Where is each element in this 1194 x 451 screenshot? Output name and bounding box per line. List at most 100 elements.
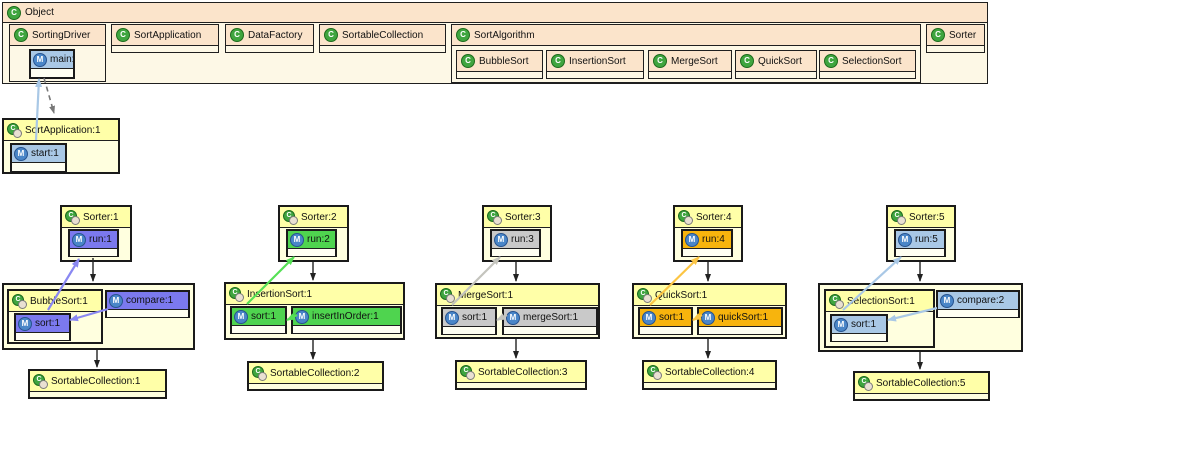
class-name: SelectionSort <box>842 55 902 67</box>
class-box-quick-sort[interactable]: QuickSort <box>735 50 817 79</box>
class-box-sort-algorithm[interactable]: SortAlgorithm BubbleSort InsertionSort M… <box>451 24 921 83</box>
instance-box-sort-application-1[interactable]: SortApplication:1 start:1 <box>2 118 120 174</box>
method-activation-main[interactable]: main:1 <box>29 49 75 79</box>
instance-box-sorter-1[interactable]: Sorter:1 run:1 <box>60 205 132 262</box>
method-label-row: sort:1 <box>232 308 285 326</box>
class-header: SortingDriver <box>10 25 105 46</box>
method-activation-compare-1[interactable]: compare:1 <box>105 290 190 318</box>
instance-box-sorter-2[interactable]: Sorter:2 run:2 <box>278 205 349 262</box>
instance-box-sorter-4[interactable]: Sorter:4 run:4 <box>673 205 743 262</box>
instance-box-sortable-collection-3[interactable]: SortableCollection:3 <box>455 360 587 390</box>
method-name: sort:1 <box>35 318 61 329</box>
instance-box-sorter-5[interactable]: Sorter:5 run:5 <box>886 205 956 262</box>
method-name: sort:1 <box>659 312 685 323</box>
instance-box-bubble-sort-1[interactable]: BubbleSort:1 sort:1 <box>7 289 103 344</box>
instance-header: Sorter:4 <box>675 207 741 228</box>
class-name: SortableCollection <box>342 29 424 41</box>
method-variables-strip <box>232 326 285 333</box>
instance-name: Sorter:1 <box>83 211 119 223</box>
method-variables-strip <box>938 310 1018 317</box>
method-icon <box>701 310 715 325</box>
instance-header: QuickSort:1 <box>634 285 785 306</box>
instance-header: Sorter:2 <box>280 207 347 228</box>
class-name: SortAlgorithm <box>474 29 535 41</box>
instance-box-sortable-collection-5[interactable]: SortableCollection:5 <box>853 371 990 401</box>
class-header: SortableCollection <box>320 25 445 46</box>
method-activation-compare-2[interactable]: compare:2 <box>936 290 1020 318</box>
instance-box-selection-sort-1[interactable]: SelectionSort:1 sort:1 <box>824 289 935 348</box>
class-name: SortingDriver <box>32 29 91 41</box>
instance-icon <box>283 210 298 225</box>
class-box-sorter[interactable]: Sorter <box>926 24 985 53</box>
instance-box-sorter-3[interactable]: Sorter:3 run:3 <box>482 205 552 262</box>
method-activation-run-4[interactable]: run:4 <box>681 229 733 257</box>
class-box-sort-application[interactable]: SortApplication <box>111 24 219 53</box>
method-activation-run-5[interactable]: run:5 <box>894 229 946 257</box>
method-activation-insert-in-order[interactable]: insertInOrder:1 <box>291 306 402 334</box>
instance-name: SortApplication:1 <box>25 124 101 136</box>
method-name: compare:1 <box>126 295 174 306</box>
instance-name: SelectionSort:1 <box>847 295 915 307</box>
instance-header: Sorter:1 <box>62 207 130 228</box>
method-label-row: mergeSort:1 <box>504 309 596 327</box>
method-name: compare:2 <box>957 295 1005 306</box>
class-box-merge-sort[interactable]: MergeSort <box>648 50 732 79</box>
method-activation-quick-sort[interactable]: quickSort:1 <box>697 307 783 335</box>
method-label-row: sort:1 <box>640 309 691 327</box>
class-box-sorting-driver[interactable]: SortingDriver main:1 <box>9 24 106 82</box>
instance-icon <box>637 288 652 303</box>
instance-name: Sorter:2 <box>301 211 337 223</box>
class-box-data-factory[interactable]: DataFactory <box>225 24 314 53</box>
instance-header: BubbleSort:1 <box>9 291 101 312</box>
class-name: Sorter <box>949 29 977 41</box>
method-activation-sort[interactable]: sort:1 <box>14 313 71 341</box>
method-activation-start[interactable]: start:1 <box>10 143 67 173</box>
method-activation-run-2[interactable]: run:2 <box>286 229 337 257</box>
method-icon <box>494 232 508 247</box>
method-label-row: compare:2 <box>938 292 1018 310</box>
method-variables-strip <box>293 326 400 333</box>
instance-header: Sorter:5 <box>888 207 954 228</box>
class-box-selection-sort[interactable]: SelectionSort <box>819 50 916 79</box>
class-name: DataFactory <box>248 29 303 41</box>
instance-box-sortable-collection-2[interactable]: SortableCollection:2 <box>247 361 384 391</box>
method-activation-sort[interactable]: sort:1 <box>638 307 693 335</box>
instance-box-insertion-sort-1[interactable]: InsertionSort:1 sort:1 insertInOrder:1 <box>224 282 405 340</box>
class-name: InsertionSort <box>569 55 626 67</box>
class-icon <box>324 28 338 42</box>
method-activation-merge-sort[interactable]: mergeSort:1 <box>502 307 598 335</box>
method-icon <box>234 309 248 324</box>
method-activation-sort[interactable]: sort:1 <box>441 307 497 335</box>
instance-name: SortableCollection:1 <box>51 375 141 387</box>
method-label-row: run:1 <box>70 231 117 249</box>
class-icon <box>7 5 21 20</box>
instance-box-merge-sort-1[interactable]: MergeSort:1 sort:1 mergeSort:1 <box>435 283 600 339</box>
method-activation-run-3[interactable]: run:3 <box>490 229 541 257</box>
class-box-sortable-collection[interactable]: SortableCollection <box>319 24 446 53</box>
method-label-row: run:5 <box>896 231 944 249</box>
method-variables-strip <box>16 333 69 340</box>
instance-box-sortable-collection-1[interactable]: SortableCollection:1 <box>28 369 167 399</box>
method-name: quickSort:1 <box>718 312 769 323</box>
class-header: MergeSort <box>649 51 731 72</box>
class-box-object[interactable]: Object SortingDriver main:1 SortApplicat… <box>2 2 988 84</box>
instance-outer-box-bubble-sort-1[interactable]: BubbleSort:1 sort:1 compare:1 <box>2 283 195 350</box>
method-name: run:5 <box>915 234 938 245</box>
method-name: sort:1 <box>851 319 877 330</box>
method-label-row: main:1 <box>31 51 73 69</box>
class-box-insertion-sort[interactable]: InsertionSort <box>546 50 644 79</box>
instance-box-quick-sort-1[interactable]: QuickSort:1 sort:1 quickSort:1 <box>632 283 787 339</box>
instance-box-sortable-collection-4[interactable]: SortableCollection:4 <box>642 360 777 390</box>
method-activation-run-1[interactable]: run:1 <box>68 229 119 257</box>
instance-outer-box-selection-sort-1[interactable]: SelectionSort:1 sort:1 compare:2 <box>818 283 1023 352</box>
instance-name: SortableCollection:4 <box>665 366 755 378</box>
instance-header: SortableCollection:5 <box>855 373 988 394</box>
method-label-row: quickSort:1 <box>699 309 781 327</box>
method-name: run:4 <box>702 234 725 245</box>
class-box-bubble-sort[interactable]: BubbleSort <box>456 50 543 79</box>
method-icon <box>898 232 912 247</box>
method-activation-sort[interactable]: sort:1 <box>230 306 287 334</box>
method-variables-strip <box>107 310 188 317</box>
method-activation-sort[interactable]: sort:1 <box>830 314 888 342</box>
